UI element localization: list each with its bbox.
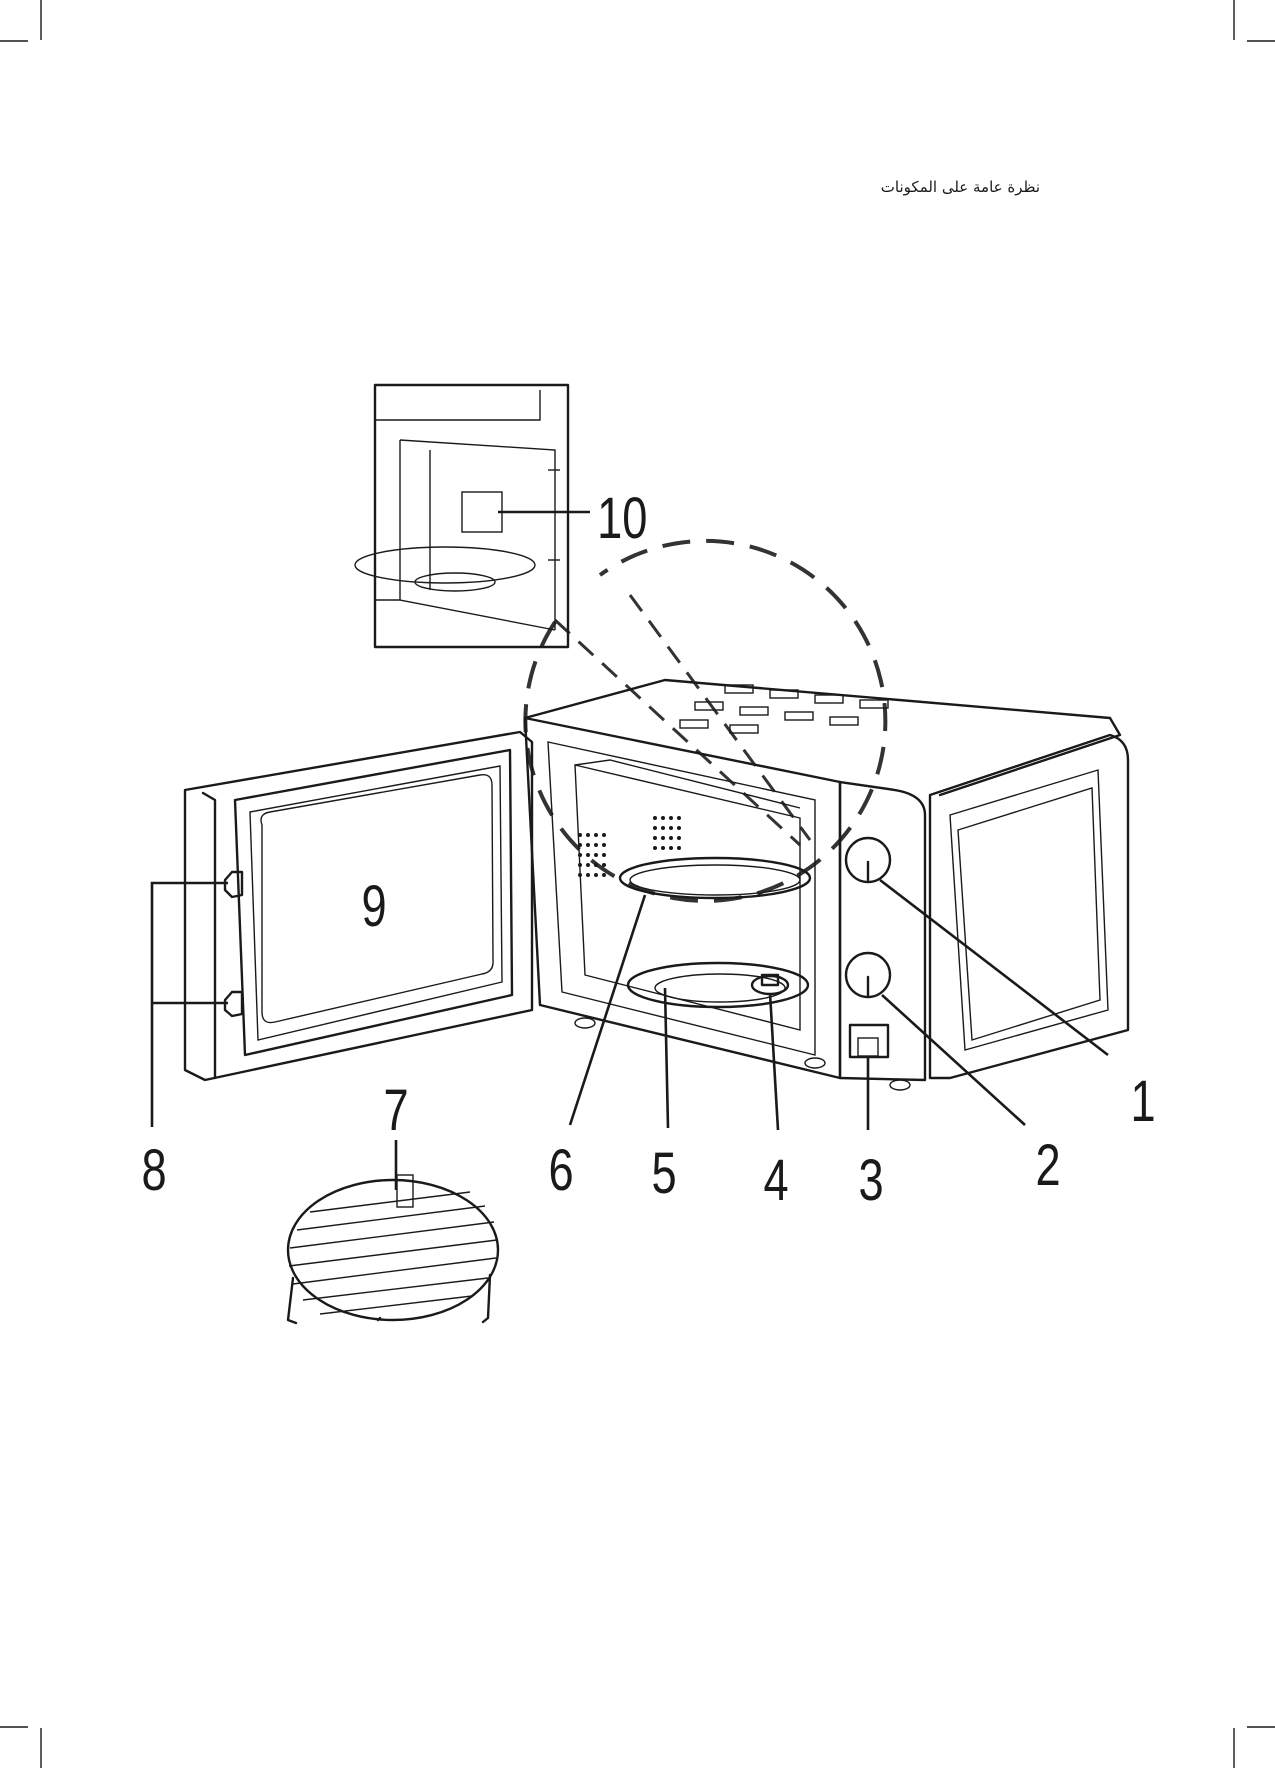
- callout-2: 2: [1036, 1134, 1061, 1199]
- control-knob-2: [846, 953, 890, 997]
- callout-7: 7: [384, 1079, 409, 1144]
- microwave-body: [525, 680, 1128, 1090]
- roller-ring: [628, 963, 808, 1007]
- detail-inset: [355, 385, 590, 647]
- callout-10: 10: [597, 487, 647, 552]
- control-knob-1: [846, 838, 890, 882]
- callout-4: 4: [764, 1149, 789, 1214]
- callout-1: 1: [1131, 1070, 1156, 1135]
- callout-9: 9: [362, 875, 387, 940]
- callout-5: 5: [652, 1142, 677, 1207]
- glass-turntable: [620, 858, 810, 898]
- callout-6: 6: [549, 1139, 574, 1204]
- vent-holes-right: [653, 816, 681, 850]
- callout-8: 8: [142, 1139, 167, 1204]
- microwave-door: [185, 732, 532, 1080]
- door-release-button: [850, 1025, 888, 1057]
- grill-rack: [288, 1175, 498, 1323]
- callout-3: 3: [859, 1149, 884, 1214]
